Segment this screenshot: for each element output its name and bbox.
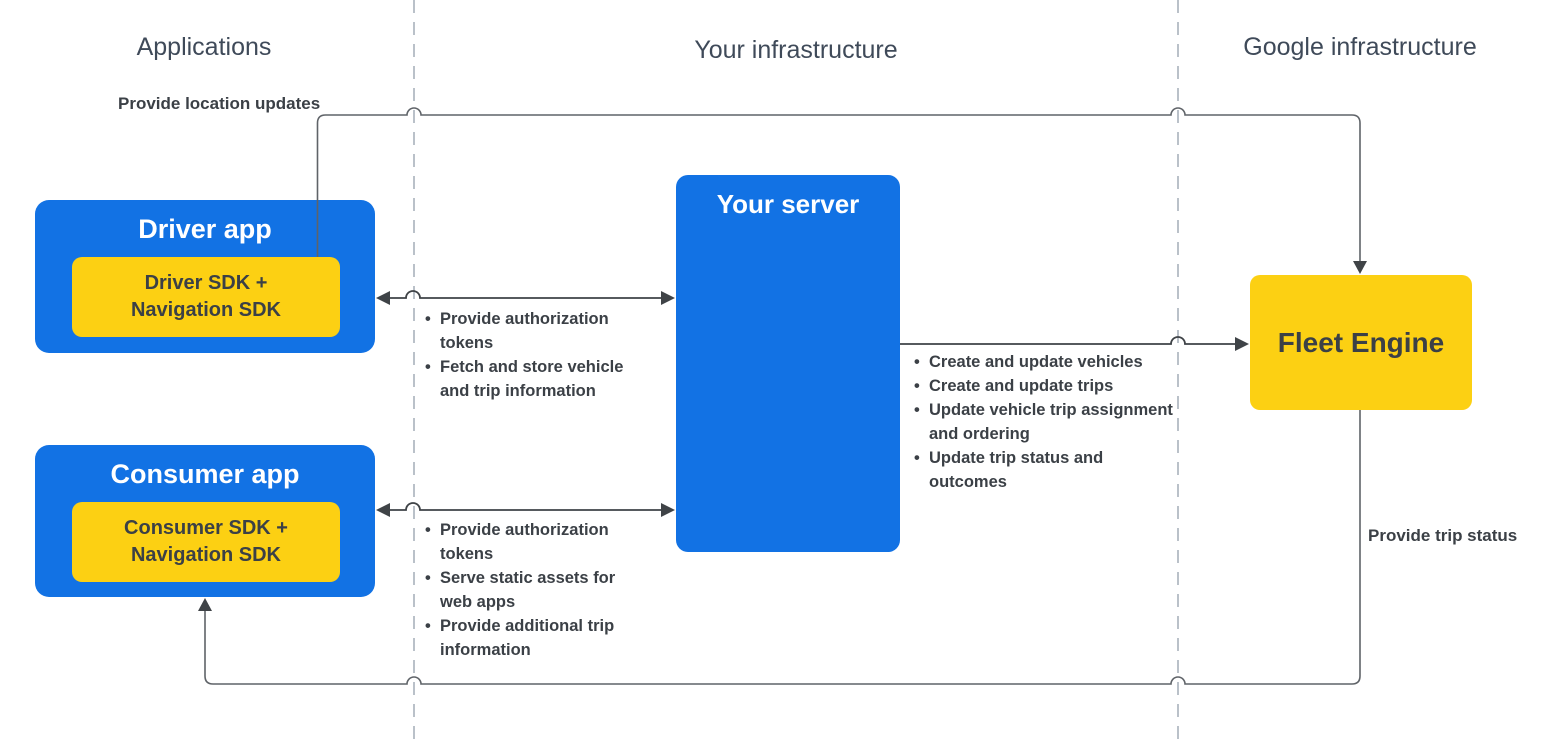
lane-header-your-infrastructure: Your infrastructure — [694, 36, 898, 64]
consumer-server-arrowhead-left — [376, 503, 390, 517]
your-server-title: Your server — [716, 189, 860, 219]
consumer-server-arrowhead-right — [661, 503, 675, 517]
bullet-item: Update vehicle trip assignment and order… — [914, 398, 1174, 446]
driver-app-box: Driver app Driver SDK + Navigation SDK — [35, 200, 375, 353]
consumer-server-arrow — [384, 502, 667, 511]
driver-server-bullets: Provide authorization tokens Fetch and s… — [425, 307, 643, 403]
bullet-item: Create and update trips — [914, 374, 1174, 398]
trip-status-label: Provide trip status — [1368, 526, 1518, 545]
consumer-server-bullets: Provide authorization tokens Serve stati… — [425, 518, 643, 662]
driver-sdk-box: Driver SDK + Navigation SDK — [72, 257, 340, 337]
server-fleet-bullets: Create and update vehicles Create and up… — [914, 350, 1174, 494]
server-fleet-arrowhead — [1235, 337, 1249, 351]
your-server-box: Your server — [676, 175, 900, 552]
bullet-item: Create and update vehicles — [914, 350, 1174, 374]
lane-header-google-infrastructure: Google infrastructure — [1243, 33, 1477, 61]
location-updates-label: Provide location updates — [118, 94, 321, 113]
bullet-item: Provide additional trip information — [425, 614, 643, 662]
driver-app-title: Driver app — [138, 214, 272, 244]
driver-server-arrowhead-left — [376, 291, 390, 305]
consumer-sdk-box: Consumer SDK + Navigation SDK — [72, 502, 340, 582]
driver-server-arrowhead-right — [661, 291, 675, 305]
bullet-item: Serve static assets for web apps — [425, 566, 643, 614]
driver-server-arrow — [384, 290, 667, 299]
consumer-app-box: Consumer app Consumer SDK + Navigation S… — [35, 445, 375, 597]
driver-sdk-label: Driver SDK + Navigation SDK — [130, 272, 282, 321]
bullet-item: Provide authorization tokens — [425, 518, 643, 566]
server-fleet-arrow — [900, 336, 1240, 345]
consumer-sdk-label: Consumer SDK + Navigation SDK — [124, 517, 288, 566]
fleet-engine-title: Fleet Engine — [1277, 326, 1445, 358]
bullet-item: Fetch and store vehicle and trip informa… — [425, 355, 643, 403]
lane-header-applications: Applications — [136, 33, 272, 61]
consumer-app-title: Consumer app — [110, 459, 300, 489]
bullet-item: Update trip status and outcomes — [914, 446, 1174, 494]
trip-status-arrowhead — [198, 598, 212, 611]
bullet-item: Provide authorization tokens — [425, 307, 643, 355]
location-updates-arrowhead — [1353, 261, 1367, 274]
fleet-engine-box: Fleet Engine — [1250, 275, 1472, 410]
